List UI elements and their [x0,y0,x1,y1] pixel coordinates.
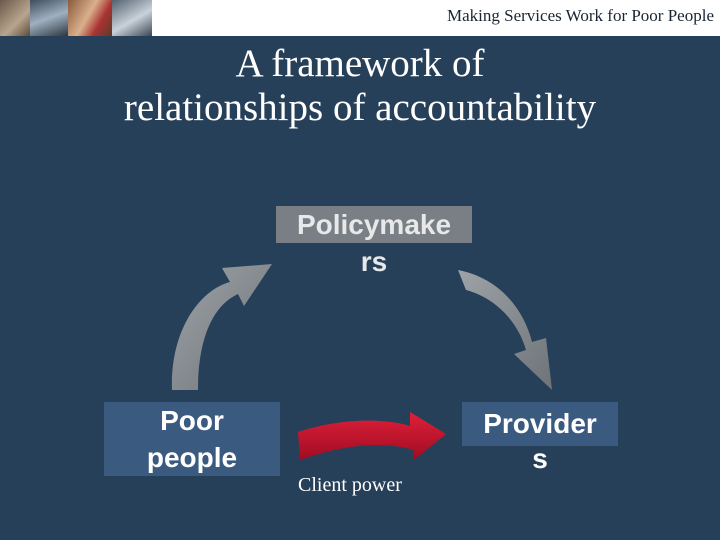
poor-people-node: Poor people [104,402,280,476]
header-photo [30,0,68,36]
policymakers-label-line-2: rs [360,246,388,277]
poor-people-label-line-1: Poor [160,405,224,436]
poor-people-label-line-2: people [146,442,238,473]
providers-label-line-1: Provider [483,408,597,439]
header-title: Making Services Work for Poor People [447,6,714,25]
slide-title-line-1: A framework of [235,42,485,85]
header-bar: Making Services Work for Poor People [0,0,720,36]
policymakers-node: Policymake rs [276,206,472,277]
voice-arrow [171,264,272,390]
header-photo [112,0,152,36]
slide-title-line-2: relationships of accountability [123,86,597,129]
client-power-label: Client power [298,474,402,496]
header-photo [0,0,30,36]
header-photo [68,0,112,36]
compact-arrow [458,270,552,390]
providers-node: Provider s [462,402,618,474]
header-photo-strip [0,0,152,36]
providers-label-line-2: s [532,443,548,474]
slide-title: A framework of relationships of accounta… [0,42,720,130]
client-power-arrow [298,412,446,460]
policymakers-label-line-1: Policymake [296,209,452,240]
